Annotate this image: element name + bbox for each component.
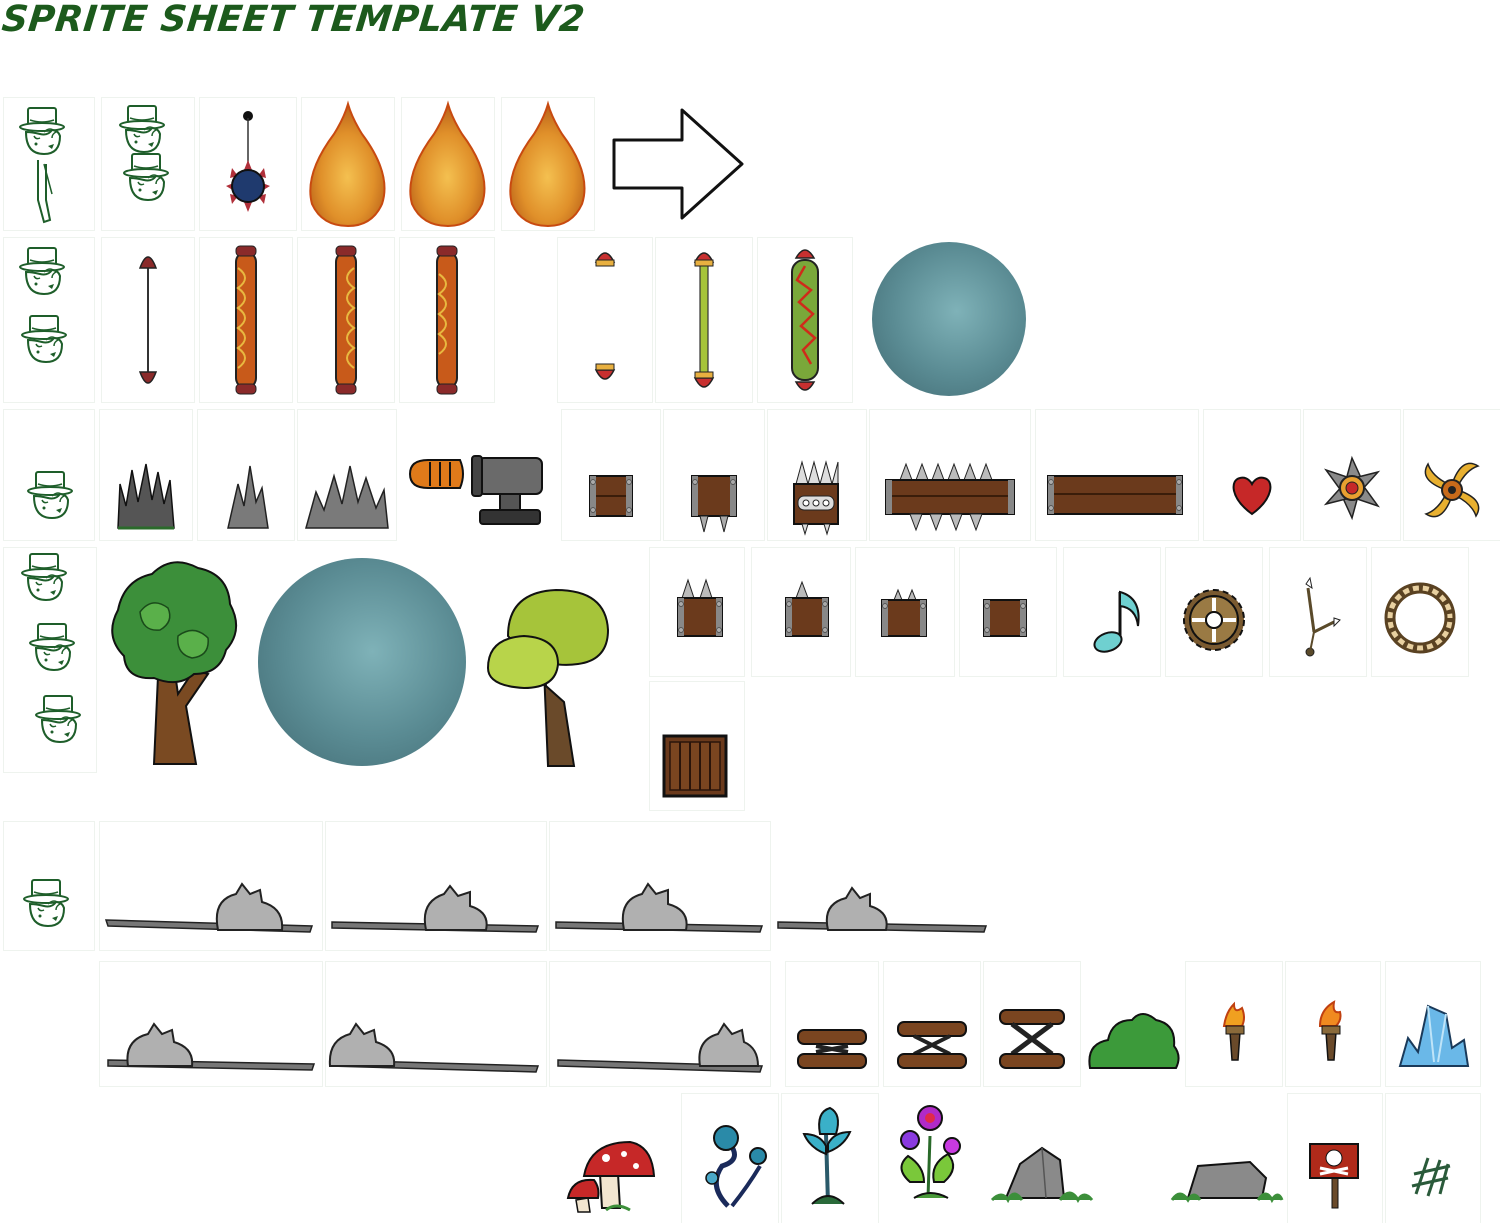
- character-walk-frame-1: [4, 98, 94, 230]
- green-bush-sprite: [1086, 1010, 1180, 1072]
- fire-pole-frame-3: [400, 238, 494, 402]
- gear-ring-icon: [1372, 548, 1468, 676]
- bounce-pad-open: [984, 962, 1080, 1086]
- pole-empty-sprite: [102, 238, 194, 402]
- fire-pole-frame-2: [298, 238, 394, 402]
- purple-flower-bush-sprite: [890, 1102, 970, 1204]
- cannon-sprite: [470, 450, 550, 530]
- torch-frame-2: [1286, 962, 1380, 1086]
- electric-pole-frame-2: [758, 238, 852, 402]
- wood-pillar-plain: [960, 548, 1056, 676]
- bubble-sprite-large: [256, 556, 468, 768]
- small-spike-sprite: [198, 410, 294, 540]
- green-tree-sprite: [104, 556, 240, 768]
- skull-sign-sprite: [1288, 1094, 1382, 1223]
- grass-spikes-sprite: [100, 410, 192, 540]
- grass-tuft-sprite: [1386, 1094, 1480, 1223]
- cannon-bullet-sprite: [406, 456, 468, 492]
- arrow-right-icon: [608, 104, 748, 224]
- blue-crystal-sprite: [1386, 962, 1480, 1086]
- fireball-frame-1: [302, 98, 394, 230]
- saw-blade-icon: [1304, 410, 1400, 540]
- character-head-frame: [4, 410, 94, 540]
- rock-debris-frame-3: [550, 822, 770, 950]
- blue-flower-sprite: [682, 1094, 778, 1223]
- electric-pole-caps-sprite: [558, 238, 652, 402]
- wood-pillar-spikes-top: [650, 548, 744, 676]
- tulip-plant-sprite: [782, 1094, 878, 1223]
- bubble-sprite-small: [870, 240, 1028, 398]
- character-stack-frame-3: [4, 238, 94, 402]
- fireball-frame-2: [402, 98, 494, 230]
- wooden-crate-sprite: [650, 682, 744, 810]
- wood-platform-spiked: [870, 410, 1030, 540]
- torch-frame-1: [1186, 962, 1282, 1086]
- heart-icon: [1204, 410, 1300, 540]
- rock-debris-frame-1: [100, 822, 322, 950]
- rock-debris-frame-4: [776, 878, 988, 938]
- flat-rock-sprite: [1170, 1156, 1284, 1204]
- sheet-title: SPRITE SHEET TEMPLATE V2: [0, 0, 587, 40]
- spike-cluster-sprite: [298, 410, 396, 540]
- spiked-mace-sprite: [200, 98, 296, 230]
- character-head-frame-2: [4, 822, 94, 950]
- music-note-icon: [1064, 548, 1160, 676]
- lime-tree-sprite: [484, 588, 614, 768]
- grey-rock-sprite: [990, 1144, 1094, 1204]
- gold-spinner-icon: [1404, 410, 1500, 540]
- fire-pole-frame-1: [200, 238, 292, 402]
- fireball-frame-3: [502, 98, 594, 230]
- wood-block-spikes-bottom: [664, 410, 764, 540]
- wood-pillar-spike-single: [752, 548, 850, 676]
- character-stack-frame-4: [4, 548, 96, 772]
- wood-block-sprite: [562, 410, 660, 540]
- cog-wheel-icon: [1166, 548, 1262, 676]
- electric-pole-frame-1: [656, 238, 752, 402]
- rock-debris-frame-5: [100, 962, 322, 1086]
- bounce-pad-closed: [786, 962, 878, 1086]
- rock-debris-frame-6: [326, 962, 546, 1086]
- wood-block-spikes-both: [768, 410, 866, 540]
- rock-debris-frame-7: [550, 962, 770, 1086]
- mushroom-sprite: [566, 1134, 656, 1214]
- bounce-pad-half: [884, 962, 980, 1086]
- wood-pillar-small-spikes: [856, 548, 954, 676]
- clock-hands-icon: [1270, 548, 1366, 676]
- wood-platform-plain: [1036, 410, 1198, 540]
- rock-debris-frame-2: [326, 822, 546, 950]
- character-stack-frame-2: [102, 98, 194, 230]
